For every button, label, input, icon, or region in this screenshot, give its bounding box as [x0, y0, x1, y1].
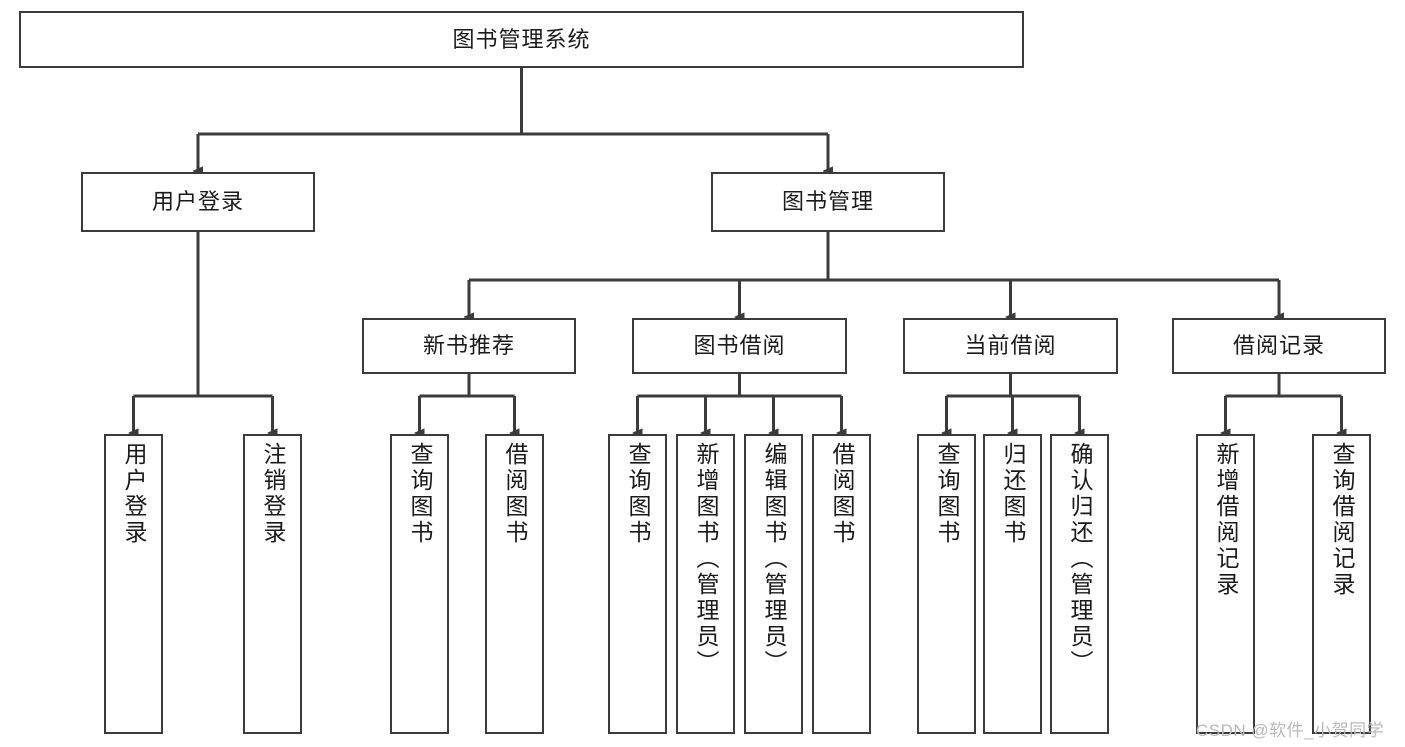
- node-root[interactable]: 图书管理系统: [19, 11, 1024, 68]
- node-label: 查询借阅记录: [1329, 442, 1355, 598]
- node-label: 查询图书: [934, 442, 960, 546]
- node-label: 借阅图书: [502, 442, 528, 546]
- node-new-book-recommend[interactable]: 新书推荐: [362, 318, 576, 374]
- node-label: 确认归还（管理员）: [1067, 442, 1093, 676]
- node-label: 归还图书: [1000, 442, 1026, 546]
- node-label: 当前借阅: [964, 333, 1057, 359]
- node-label: 借阅记录: [1232, 333, 1325, 359]
- node-leaf-query-book-borrow[interactable]: 查询图书: [608, 434, 667, 734]
- node-label: 新增图书（管理员）: [693, 442, 719, 676]
- node-leaf-add-borrow-record[interactable]: 新增借阅记录: [1196, 434, 1255, 734]
- node-label: 查询图书: [407, 442, 433, 546]
- node-leaf-query-book-current[interactable]: 查询图书: [917, 434, 976, 734]
- node-label: 编辑图书（管理员）: [761, 442, 787, 676]
- node-leaf-query-borrow-record[interactable]: 查询借阅记录: [1312, 434, 1371, 734]
- node-current-borrow[interactable]: 当前借阅: [903, 318, 1118, 374]
- node-leaf-add-book[interactable]: 新增图书（管理员）: [676, 434, 735, 734]
- node-label: 新增借阅记录: [1213, 442, 1239, 598]
- node-label: 注销登录: [260, 442, 286, 546]
- node-user-login[interactable]: 用户登录: [81, 172, 315, 232]
- node-label: 用户登录: [151, 189, 244, 215]
- node-borrow-record[interactable]: 借阅记录: [1172, 318, 1386, 374]
- watermark: CSDN @软件_小贺同学: [1196, 721, 1385, 740]
- node-label: 用户登录: [121, 442, 147, 546]
- node-leaf-user-login[interactable]: 用户登录: [104, 434, 163, 734]
- node-leaf-edit-book[interactable]: 编辑图书（管理员）: [744, 434, 803, 734]
- node-book-management[interactable]: 图书管理: [711, 172, 945, 232]
- node-leaf-query-book-rec[interactable]: 查询图书: [390, 434, 449, 734]
- node-label: 借阅图书: [829, 442, 855, 546]
- node-leaf-logout[interactable]: 注销登录: [243, 434, 302, 734]
- node-label: 新书推荐: [422, 333, 515, 359]
- node-label: 查询图书: [625, 442, 651, 546]
- node-leaf-borrow-book-rec[interactable]: 借阅图书: [485, 434, 544, 734]
- node-label: 图书管理: [781, 189, 874, 215]
- node-leaf-borrow-book[interactable]: 借阅图书: [812, 434, 871, 734]
- node-label: 图书管理系统: [452, 26, 591, 52]
- node-leaf-return-book[interactable]: 归还图书: [983, 434, 1042, 734]
- node-label: 图书借阅: [693, 333, 786, 359]
- node-book-borrow[interactable]: 图书借阅: [632, 318, 847, 374]
- node-leaf-confirm-return[interactable]: 确认归还（管理员）: [1050, 434, 1109, 734]
